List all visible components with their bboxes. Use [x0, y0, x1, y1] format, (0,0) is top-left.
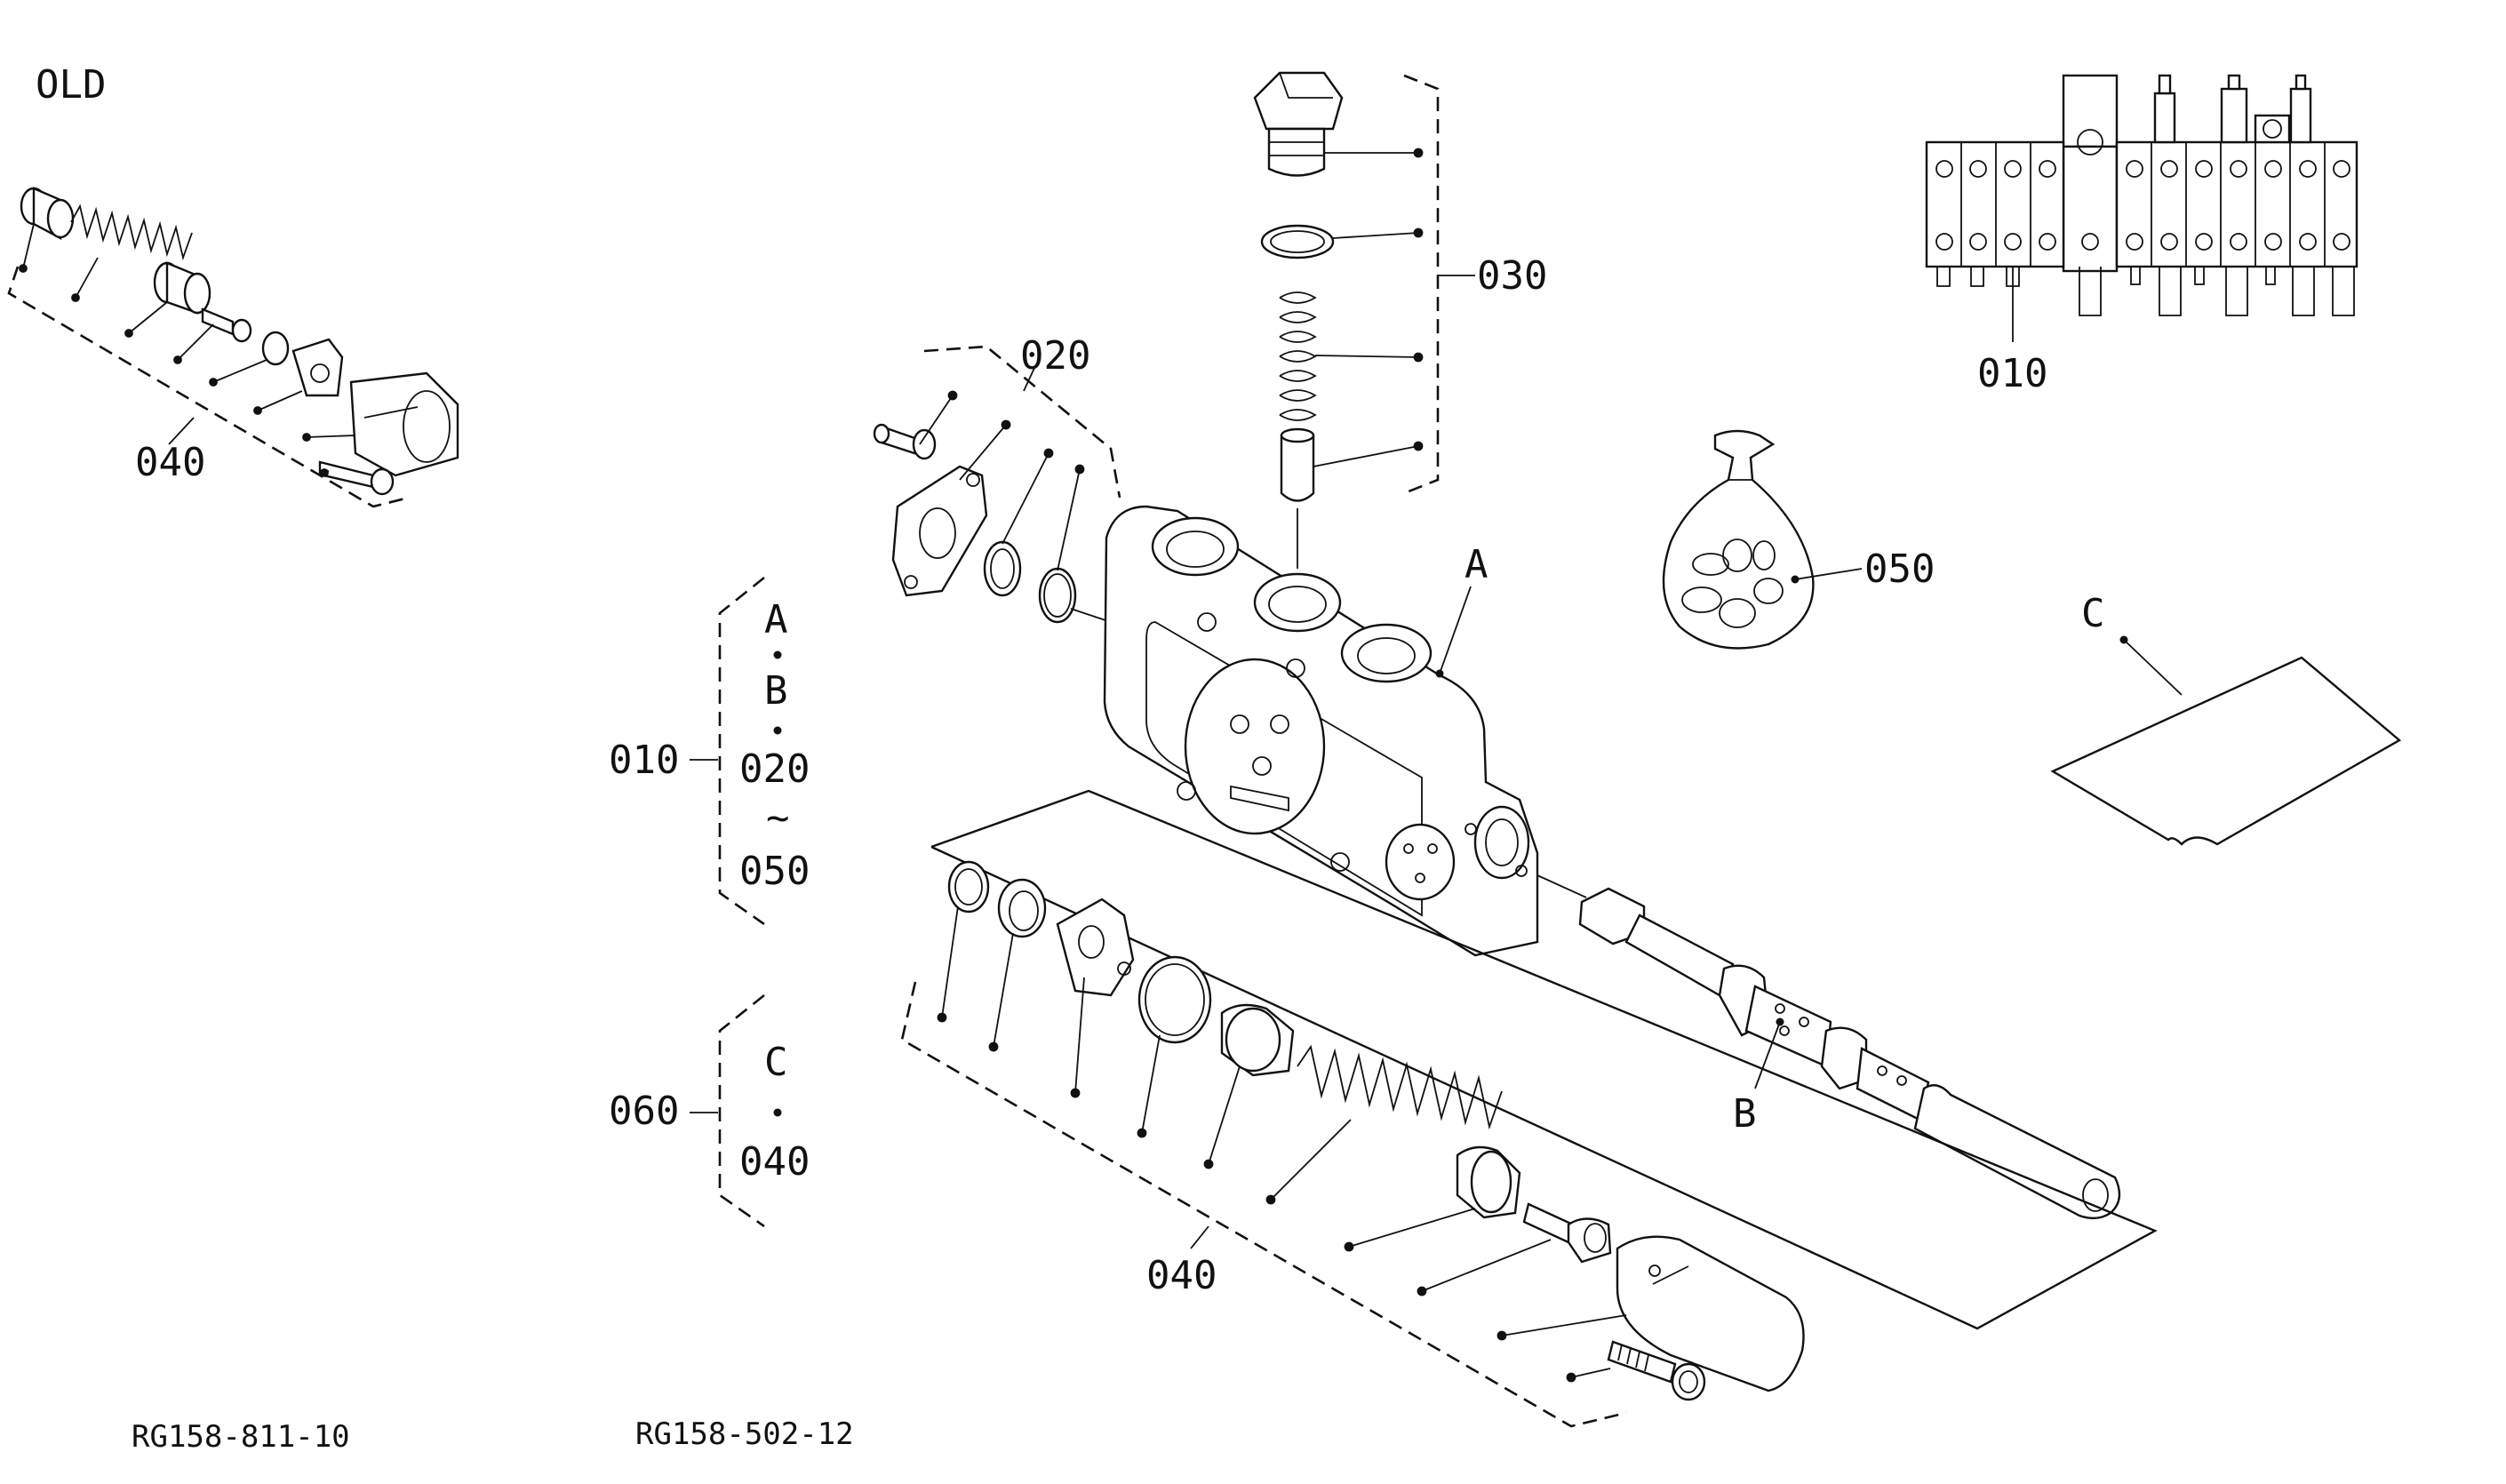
- old-leaders: [19, 223, 356, 477]
- old-ref-code: RG158-811-10: [132, 1419, 350, 1455]
- spool-b: B: [1536, 874, 2121, 1220]
- group-010-item-020: 020: [739, 746, 810, 792]
- p-c-label: C: [2081, 591, 2105, 636]
- p030-label: 030: [1477, 253, 1547, 299]
- p040-bracket: [900, 981, 1627, 1428]
- part-020-group: 020: [873, 333, 1121, 624]
- part-030-stack: 030: [1253, 71, 1547, 569]
- p020-backup-ring: [983, 540, 1022, 597]
- p040-label: 040: [1146, 1253, 1217, 1298]
- p030-bracket: [1403, 74, 1440, 495]
- valve-body-a: A: [1103, 505, 1539, 957]
- old-sleeve: [153, 261, 211, 315]
- part-050-bag: 050: [1662, 429, 1935, 650]
- group-060-item-c: C: [764, 1040, 788, 1085]
- p050-label: 050: [1864, 547, 1935, 592]
- group-060-item-040: 040: [739, 1139, 810, 1185]
- p020-flange: [891, 465, 988, 597]
- p-b-label: B: [1733, 1091, 1757, 1137]
- assembly-envelope: [930, 789, 2158, 1330]
- old-040-label: 040: [135, 440, 205, 485]
- group-060: 060 C 040: [609, 993, 810, 1228]
- old-o-ring: [261, 331, 290, 366]
- old-label: OLD: [36, 62, 106, 108]
- old-040-leader: [168, 417, 195, 445]
- group-010-bracket: [718, 576, 765, 926]
- group-010-item-tilde: ~: [766, 795, 790, 841]
- group-010-item-b: B: [764, 668, 788, 714]
- old-assembly: OLD: [7, 62, 459, 1455]
- old-flange: [291, 338, 344, 397]
- part-c-sheet: C: [2050, 591, 2402, 846]
- p020-label: 020: [1020, 333, 1090, 379]
- p020-o-ring: [1038, 567, 1077, 624]
- old-cap-body: [349, 371, 459, 477]
- group-010-item-a: A: [764, 597, 788, 642]
- relief-spring: [1279, 291, 1317, 421]
- p010-top-label: 010: [1977, 351, 2047, 396]
- part-010-valve-bank: 010: [1925, 74, 2358, 396]
- part-040-group: 040: [900, 789, 2158, 1428]
- group-060-label: 060: [609, 1089, 679, 1134]
- p020-bracket: [923, 345, 1121, 499]
- old-spring: [70, 203, 193, 261]
- group-010-label: 010: [609, 738, 679, 783]
- old-bracket: [7, 266, 410, 508]
- group-060-bracket: [718, 993, 765, 1228]
- p-a-label: A: [1464, 542, 1488, 587]
- group-010-item-050: 050: [739, 849, 810, 894]
- group-010: 010 A B 020 ~ 050: [609, 576, 810, 926]
- hex-plug: [1253, 71, 1344, 131]
- main-ref-code: RG158-502-12: [635, 1416, 854, 1452]
- poppet: [1280, 434, 1315, 502]
- old-cap: [20, 187, 75, 240]
